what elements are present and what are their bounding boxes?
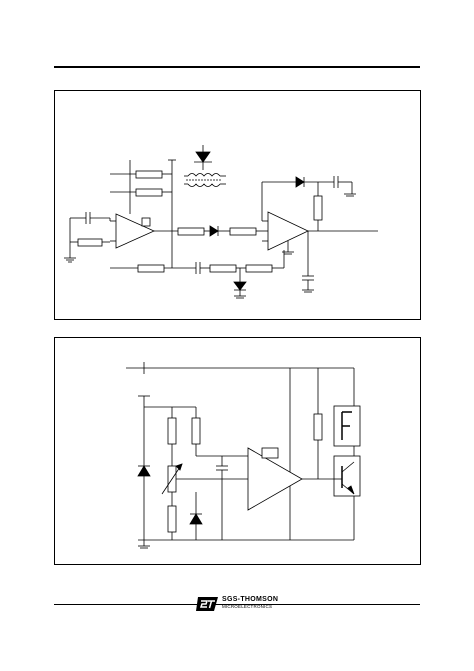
resistor-right bbox=[191, 417, 201, 445]
footer-rule bbox=[54, 604, 420, 605]
opamp-fig2 bbox=[247, 447, 303, 511]
resistor-in bbox=[77, 238, 103, 247]
header-rule bbox=[54, 66, 420, 68]
figure-2-frame bbox=[54, 337, 421, 565]
resistor-bot-3 bbox=[245, 264, 273, 273]
resistor-bot-2 bbox=[209, 264, 237, 273]
resistor-top-1 bbox=[135, 170, 163, 179]
diode-mid bbox=[209, 225, 219, 237]
zener-bottom bbox=[233, 281, 247, 291]
zener-bottom-2 bbox=[189, 513, 203, 525]
transformer-primary bbox=[187, 173, 221, 177]
resistor-left bbox=[167, 417, 177, 445]
brand-name: SGS-THOMSON bbox=[222, 596, 279, 603]
resistor-mid-2 bbox=[229, 227, 257, 236]
transistor-box bbox=[333, 455, 361, 497]
zener-left bbox=[137, 465, 151, 477]
diode-top bbox=[295, 176, 305, 188]
opamp-1-comp bbox=[141, 217, 151, 227]
resistor-mid-1 bbox=[177, 227, 205, 236]
brand-subtitle: MICROELECTRONICS bbox=[222, 604, 273, 609]
st-logo-icon bbox=[196, 597, 218, 611]
resistor-collector bbox=[313, 413, 323, 441]
resistor-bot-1 bbox=[137, 264, 165, 273]
resistor-bottom bbox=[167, 505, 177, 533]
brand-logo: SGS-THOMSON MICROELECTRONICS bbox=[196, 596, 286, 611]
transformer-secondary bbox=[187, 183, 221, 187]
opamp-1 bbox=[115, 213, 155, 249]
opamp-2 bbox=[267, 211, 309, 251]
resistor-top-2 bbox=[135, 188, 163, 197]
